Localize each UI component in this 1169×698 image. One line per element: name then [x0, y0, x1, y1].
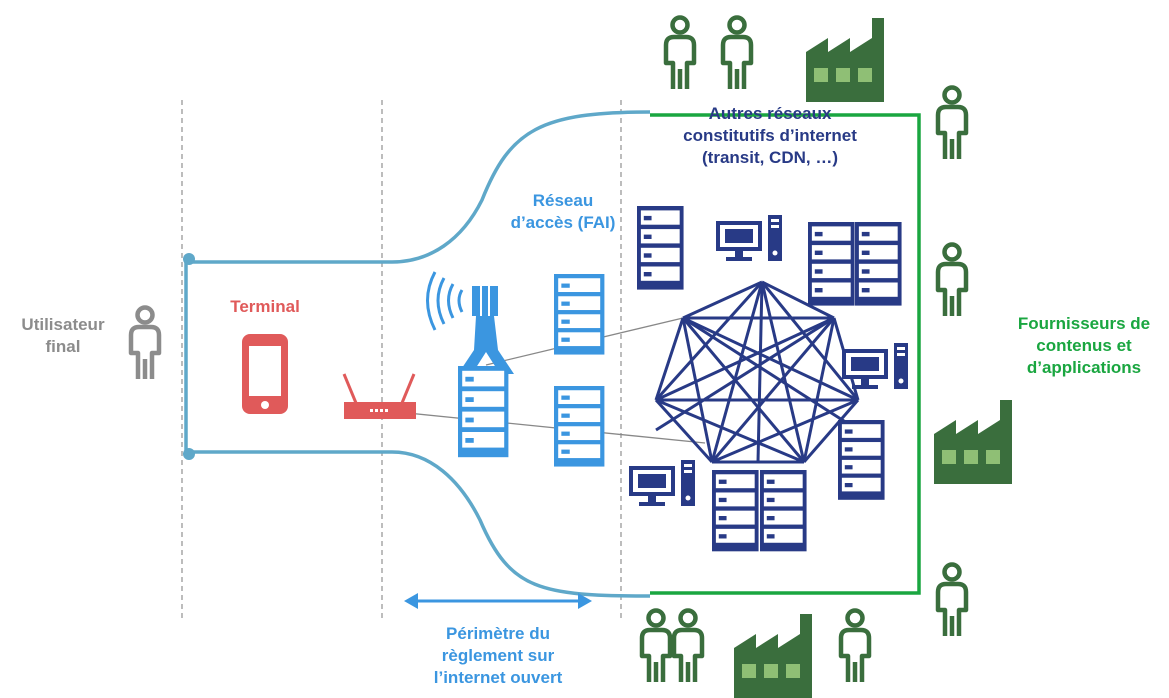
access-pipe	[184, 110, 651, 598]
terminal-label: Terminal	[230, 297, 300, 316]
computer-icon	[716, 215, 782, 261]
link-lines	[367, 317, 706, 444]
person-icon	[938, 88, 966, 160]
factory-icon	[806, 18, 884, 102]
person-icon	[131, 308, 159, 380]
antenna-tower-icon	[426, 271, 514, 374]
person-icon	[642, 611, 670, 683]
server-icon	[808, 222, 855, 306]
factory-icon	[934, 400, 1012, 484]
person-icon	[938, 245, 966, 317]
server-icon	[712, 470, 759, 552]
providers-boundary	[650, 113, 921, 595]
network-mesh	[654, 280, 860, 464]
person-icon	[666, 18, 694, 90]
pipe-cap-top	[183, 253, 195, 265]
server-icon	[838, 420, 885, 500]
server-icon	[554, 274, 605, 355]
person-icon	[938, 565, 966, 637]
person-icon	[723, 18, 751, 90]
person-icon	[674, 611, 702, 683]
server-icon	[760, 470, 807, 552]
server-icon	[458, 366, 509, 458]
computer-icon	[629, 460, 695, 506]
smartphone-icon	[242, 334, 288, 414]
pipe-cap-bottom	[183, 448, 195, 460]
person-icon	[841, 611, 869, 683]
perimeter-arrow	[404, 593, 592, 609]
router-icon	[342, 373, 416, 419]
server-icon	[554, 386, 605, 467]
server-icon	[855, 222, 902, 306]
factory-icon	[734, 614, 812, 698]
server-icon	[637, 206, 684, 290]
